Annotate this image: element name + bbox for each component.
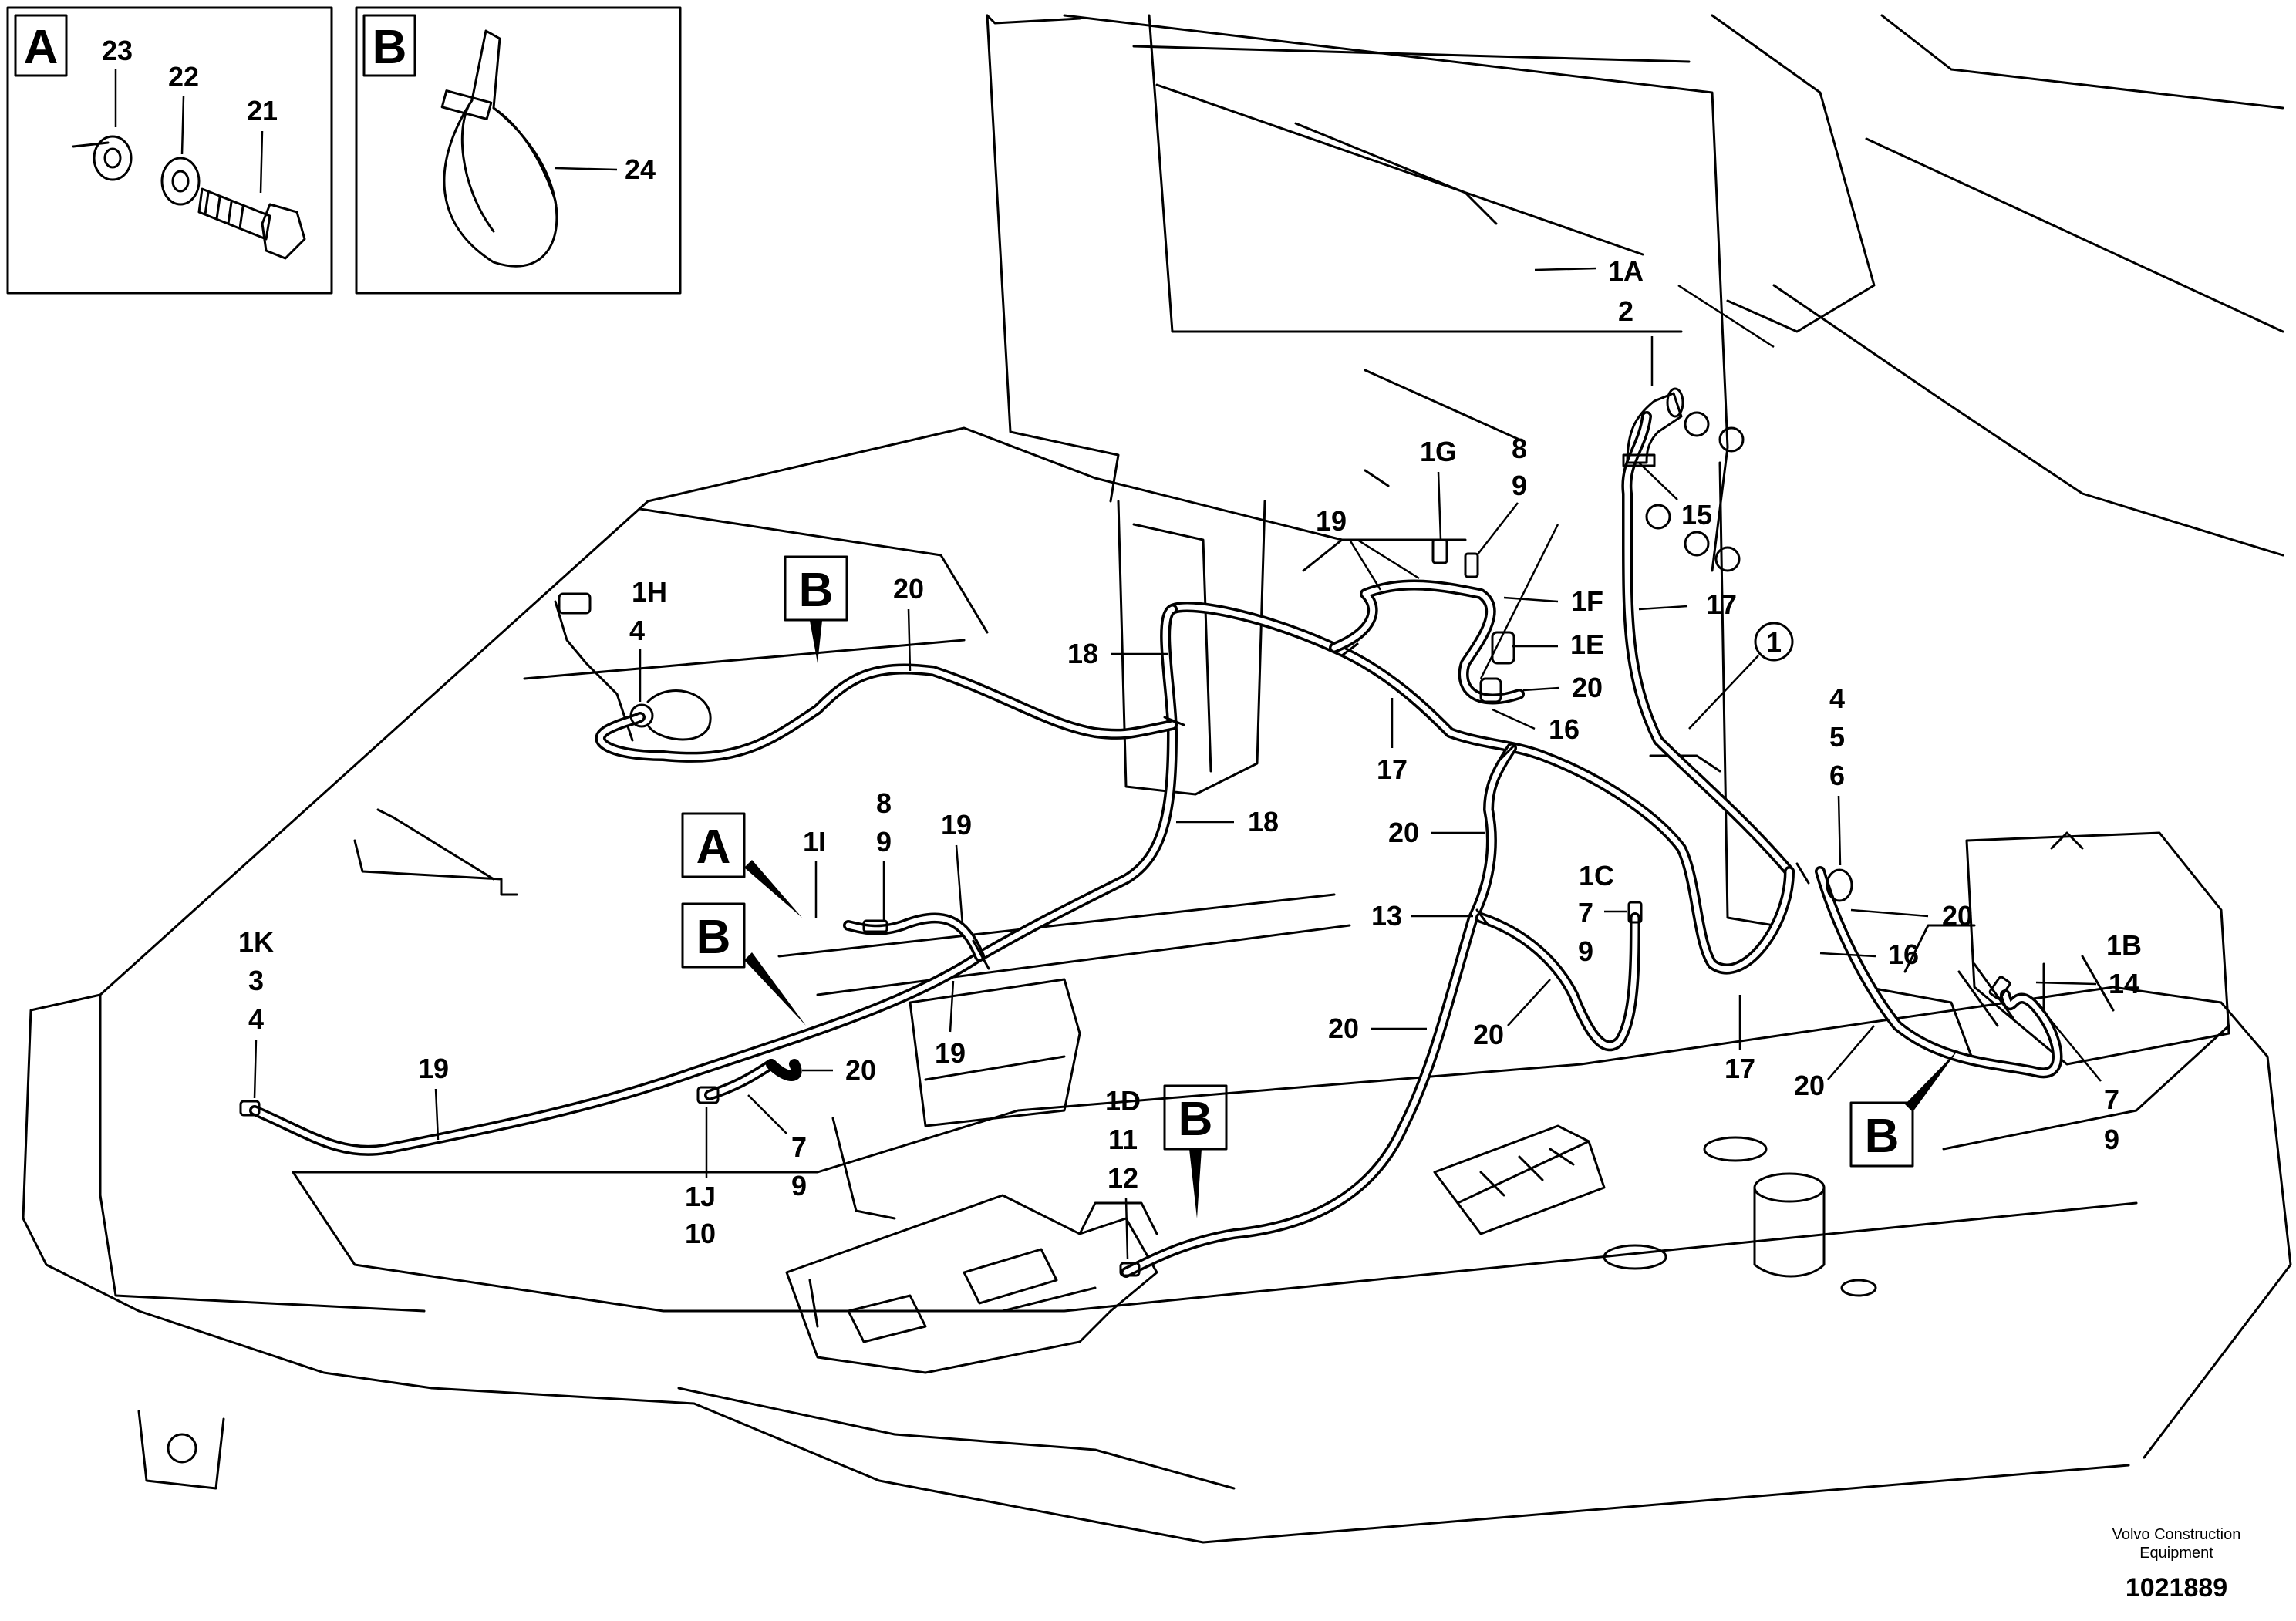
- credit-line-2: Equipment: [2139, 1545, 2213, 1562]
- cable-harness: [249, 411, 2063, 1278]
- callout-16-a: 16: [1549, 713, 1580, 745]
- callout-6: 6: [1829, 760, 1845, 791]
- callout-20-e: 20: [1328, 1013, 1359, 1044]
- marker-b-2: B: [696, 911, 731, 964]
- callout-labels: 1A 2 15 17 1 1G 8 9 19 1F 1E 20 16: [238, 255, 2142, 1259]
- callout-9-d: 9: [1578, 935, 1593, 967]
- callout-12: 12: [1108, 1162, 1138, 1194]
- callout-14: 14: [2109, 968, 2139, 999]
- callout-9-c: 9: [791, 1170, 807, 1201]
- callout-17-c: 17: [1725, 1053, 1755, 1084]
- callout-1b: 1B: [2106, 929, 2142, 961]
- credit-line-1: Volvo Construction: [2112, 1526, 2241, 1543]
- callout-20-b: 20: [893, 573, 924, 605]
- detail-part-24: 24: [625, 153, 656, 185]
- callout-9-e: 9: [2104, 1124, 2119, 1155]
- marker-b-4: B: [1865, 1110, 1900, 1163]
- callout-1d: 1D: [1105, 1085, 1141, 1117]
- callout-4-c: 4: [1829, 682, 1845, 714]
- marker-b-3: B: [1178, 1093, 1213, 1146]
- callout-1e: 1E: [1570, 629, 1604, 660]
- detail-box-b-letter: B: [373, 21, 407, 74]
- detail-box-a: A 23 22 21: [6, 6, 333, 295]
- callout-8-b: 8: [876, 787, 892, 819]
- callout-20-a: 20: [1572, 672, 1603, 703]
- detail-part-21: 21: [247, 95, 278, 126]
- callout-4-a: 4: [629, 615, 645, 646]
- callout-20-g: 20: [1942, 900, 1973, 932]
- callout-20-f: 20: [1473, 1019, 1504, 1050]
- detail-part-22: 22: [168, 61, 199, 93]
- footer: Volvo Construction Equipment 1021889: [2112, 1526, 2241, 1602]
- callout-17-a: 17: [1706, 588, 1737, 620]
- callout-7-a: 7: [791, 1131, 807, 1163]
- callout-1g: 1G: [1420, 436, 1457, 467]
- callout-19-d: 19: [418, 1053, 449, 1084]
- callout-1k: 1K: [238, 926, 274, 958]
- callout-2: 2: [1618, 295, 1633, 327]
- callout-1c: 1C: [1579, 860, 1614, 891]
- detail-part-23: 23: [102, 35, 133, 66]
- callout-8-a: 8: [1512, 433, 1527, 464]
- callout-13: 13: [1371, 900, 1402, 932]
- callout-19-c: 19: [935, 1037, 966, 1069]
- marker-b-1: B: [799, 564, 834, 617]
- detail-box-a-letter: A: [24, 21, 59, 74]
- callout-19-b: 19: [941, 809, 972, 841]
- callout-circle-1: 1: [1766, 626, 1782, 658]
- callout-9-b: 9: [876, 826, 892, 858]
- marker-boxes: B A B B B: [681, 555, 1959, 1218]
- callout-4-b: 4: [248, 1003, 264, 1035]
- callout-1f: 1F: [1571, 585, 1603, 617]
- callout-10: 10: [685, 1218, 716, 1249]
- callout-15: 15: [1681, 499, 1712, 531]
- callout-1h: 1H: [632, 576, 667, 608]
- callout-1i: 1I: [803, 826, 826, 858]
- callout-11: 11: [1108, 1124, 1138, 1155]
- callout-3: 3: [248, 965, 264, 996]
- callout-9-a: 9: [1512, 470, 1527, 501]
- detail-box-b: B 24: [355, 6, 682, 295]
- callout-16-b: 16: [1888, 939, 1919, 970]
- callout-17-b: 17: [1377, 753, 1408, 785]
- callout-18-b: 18: [1248, 806, 1279, 837]
- doc-number: 1021889: [2126, 1573, 2227, 1602]
- callout-20-d: 20: [1388, 817, 1419, 848]
- machine-outline: [22, 14, 2292, 1544]
- callout-19-a: 19: [1316, 505, 1347, 537]
- callout-20-h: 20: [1794, 1070, 1825, 1101]
- callout-20-c: 20: [845, 1054, 876, 1086]
- callout-7-b: 7: [1578, 897, 1593, 928]
- callout-1j: 1J: [685, 1181, 716, 1212]
- callout-7-c: 7: [2104, 1083, 2119, 1115]
- marker-a: A: [696, 821, 731, 874]
- callout-18-a: 18: [1067, 638, 1098, 669]
- callout-1a: 1A: [1608, 255, 1644, 287]
- callout-5: 5: [1829, 721, 1845, 753]
